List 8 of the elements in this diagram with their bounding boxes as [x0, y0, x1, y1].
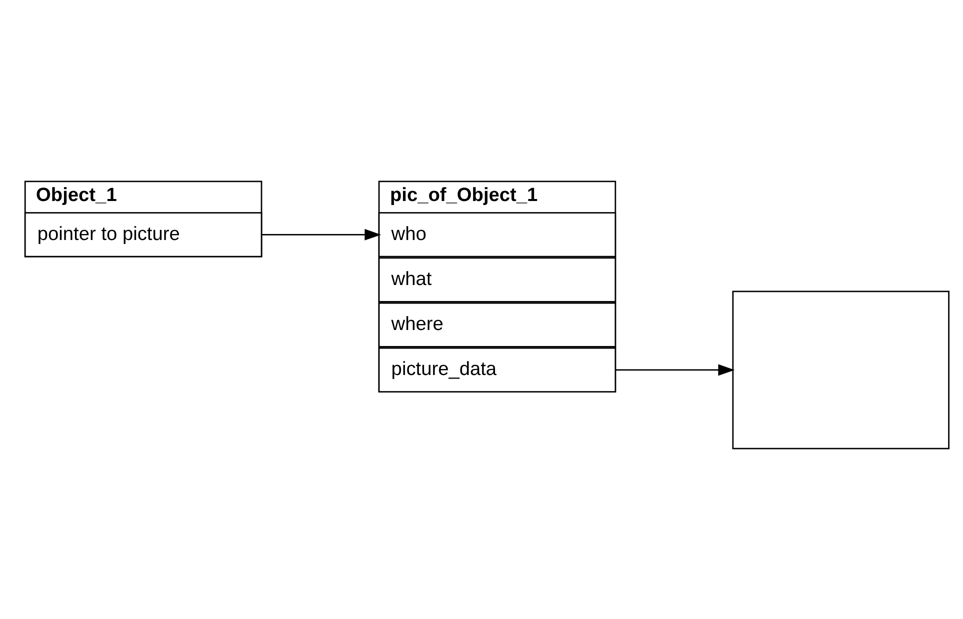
node-box: what [378, 257, 616, 302]
node-box: pointer to picture [24, 212, 262, 258]
arrow [615, 364, 735, 376]
arrow [262, 228, 382, 240]
node-box [732, 290, 950, 450]
node-box: where [378, 302, 616, 348]
node-box: who [378, 212, 616, 258]
node-box: picture_data [378, 347, 616, 392]
